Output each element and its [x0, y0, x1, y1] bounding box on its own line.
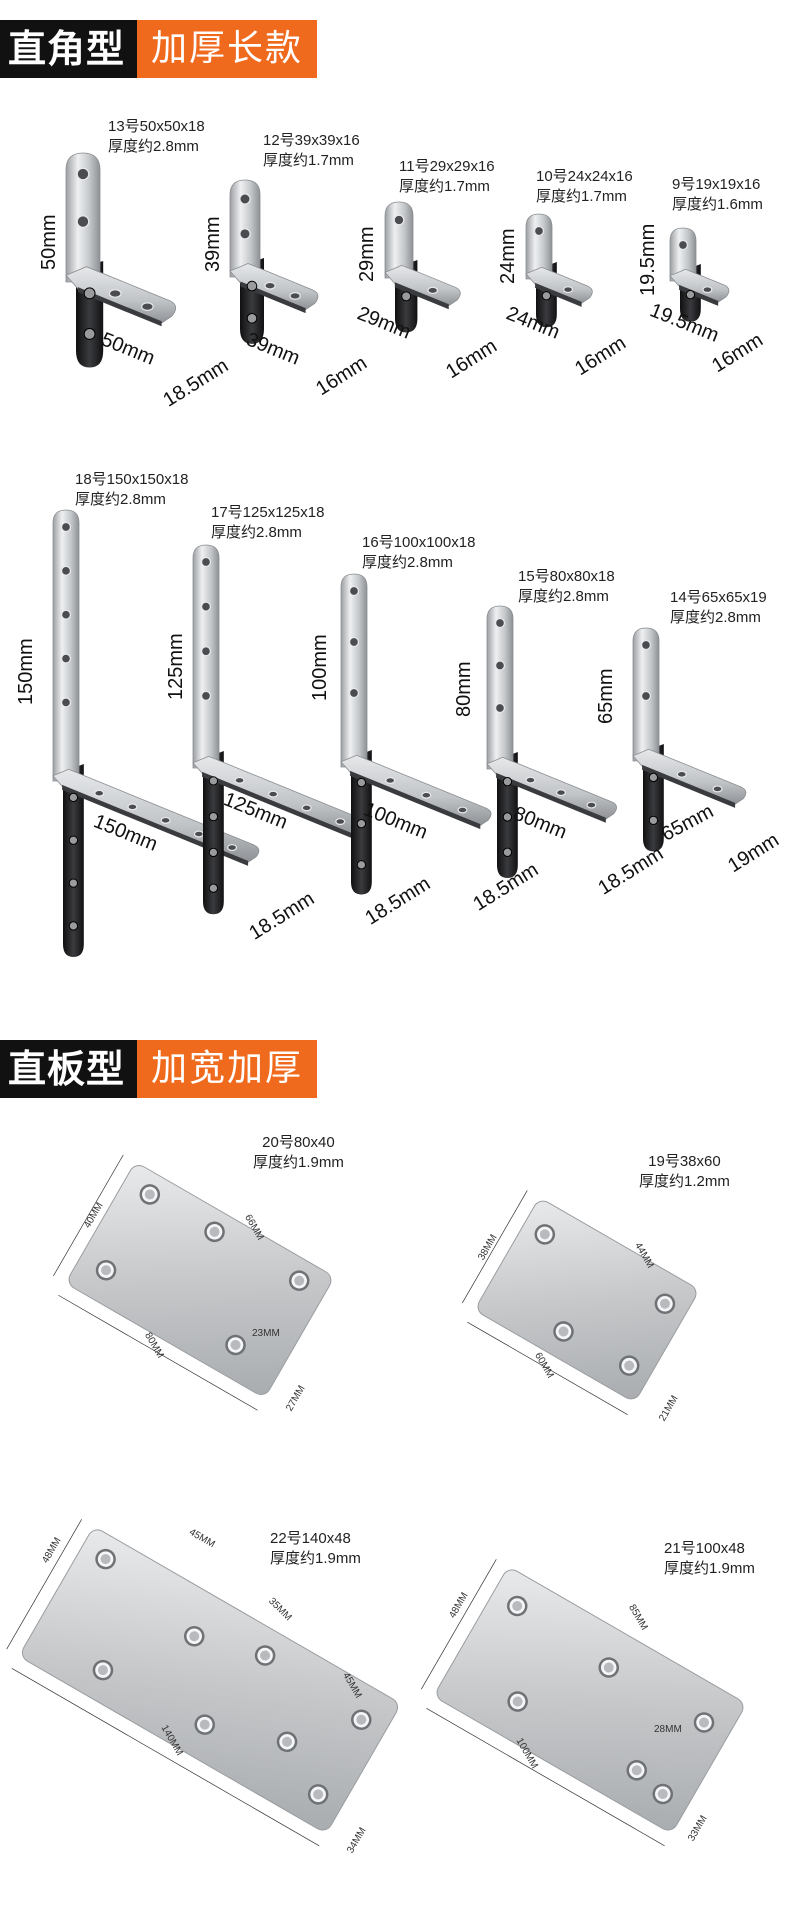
angle-bracket — [229, 179, 319, 344]
plate-model: 20号80x40 — [262, 1134, 335, 1151]
bracket-thickness: 厚度约2.8mm — [518, 588, 609, 605]
bracket-model: 11号29x29x16 — [399, 158, 495, 175]
plate-model: 21号100x48 — [664, 1540, 745, 1557]
plate-thickness: 厚度约1.9mm — [253, 1154, 344, 1171]
plate-label: 22号140x48 厚度约1.9mm — [270, 1529, 361, 1569]
plate-label: 21号100x48 厚度约1.9mm — [664, 1539, 755, 1579]
bracket-thickness: 厚度约1.7mm — [536, 188, 627, 205]
dim-height: 29mm — [356, 226, 378, 282]
angle-bracket — [340, 573, 492, 895]
bracket-thickness: 厚度约1.7mm — [263, 152, 354, 169]
angle-bracket — [525, 213, 593, 328]
bracket-thickness: 厚度约2.8mm — [108, 138, 199, 155]
dim-height: 50mm — [38, 214, 60, 270]
plate-thickness: 厚度约1.9mm — [270, 1550, 361, 1567]
dim-height: 80mm — [453, 661, 475, 717]
plate-label: 19号38x60 厚度约1.2mm — [639, 1152, 730, 1192]
banner-title-black: 直角型 — [0, 20, 138, 78]
bracket-model: 14号65x65x19 — [670, 589, 767, 606]
bracket-thickness: 厚度约2.8mm — [362, 554, 453, 571]
banner-title-orange: 加宽加厚 — [137, 1040, 318, 1098]
dim-height: 150mm — [15, 638, 37, 705]
bracket-label: 16号100x100x18 厚度约2.8mm — [362, 533, 475, 573]
section-banner-flat-plate: 直板型 加宽加厚 — [0, 1040, 318, 1098]
bracket-label: 17号125x125x18 厚度约2.8mm — [211, 503, 324, 543]
plate-dim: 23MM — [252, 1328, 280, 1339]
banner-title-orange: 加厚长款 — [137, 20, 318, 78]
bracket-thickness: 厚度约2.8mm — [670, 609, 761, 626]
plate-dim: 28MM — [654, 1724, 682, 1735]
flat-plate — [461, 1190, 697, 1415]
bracket-model: 18号150x150x18 — [75, 471, 189, 488]
bracket-label: 9号19x19x16 厚度约1.6mm — [672, 175, 763, 215]
bracket-label: 12号39x39x16 厚度约1.7mm — [263, 131, 360, 171]
bracket-thickness: 厚度约1.7mm — [399, 178, 490, 195]
bracket-model: 16号100x100x18 — [362, 534, 476, 551]
plate-thickness: 厚度约1.2mm — [639, 1173, 730, 1190]
bracket-thickness: 厚度约1.6mm — [672, 196, 763, 213]
dim-height: 39mm — [202, 216, 224, 272]
dim-height: 125mm — [165, 633, 187, 700]
bracket-label: 13号50x50x18 厚度约2.8mm — [108, 117, 205, 157]
angle-bracket — [384, 201, 461, 333]
plate-label: 20号80x40 厚度约1.9mm — [253, 1133, 344, 1173]
dim-height: 24mm — [497, 228, 519, 284]
angle-bracket — [632, 627, 747, 852]
bracket-label: 11号29x29x16 厚度约1.7mm — [399, 157, 495, 197]
angle-bracket — [669, 227, 730, 322]
dim-height: 19.5mm — [637, 223, 659, 296]
angle-bracket — [52, 509, 260, 957]
bracket-thickness: 厚度约2.8mm — [75, 491, 166, 508]
bracket-model: 12号39x39x16 — [263, 132, 360, 149]
plate-model: 19号38x60 — [648, 1153, 721, 1170]
flat-plate — [420, 1559, 744, 1847]
angle-bracket — [65, 152, 177, 368]
bracket-label: 18号150x150x18 厚度约2.8mm — [75, 470, 188, 510]
flat-plate — [6, 1519, 399, 1847]
bracket-model: 15号80x80x18 — [518, 568, 615, 585]
bracket-label: 14号65x65x19 厚度约2.8mm — [670, 588, 767, 628]
banner-title-black: 直板型 — [0, 1040, 138, 1098]
bracket-thickness: 厚度约2.8mm — [211, 524, 302, 541]
bracket-model: 10号24x24x16 — [536, 168, 633, 185]
plate-thickness: 厚度约1.9mm — [664, 1560, 755, 1577]
angle-bracket — [486, 605, 617, 878]
bracket-label: 15号80x80x18 厚度约2.8mm — [518, 567, 615, 607]
flat-plate — [52, 1154, 332, 1411]
bracket-model: 9号19x19x16 — [672, 176, 761, 193]
dim-height: 65mm — [595, 668, 617, 724]
bracket-model: 13号50x50x18 — [108, 118, 205, 135]
bracket-label: 10号24x24x16 厚度约1.7mm — [536, 167, 633, 207]
section-banner-right-angle: 直角型 加厚长款 — [0, 20, 318, 78]
bracket-model: 17号125x125x18 — [211, 504, 325, 521]
angle-bracket — [192, 544, 368, 915]
plate-model: 22号140x48 — [270, 1530, 351, 1547]
dim-height: 100mm — [309, 634, 331, 701]
